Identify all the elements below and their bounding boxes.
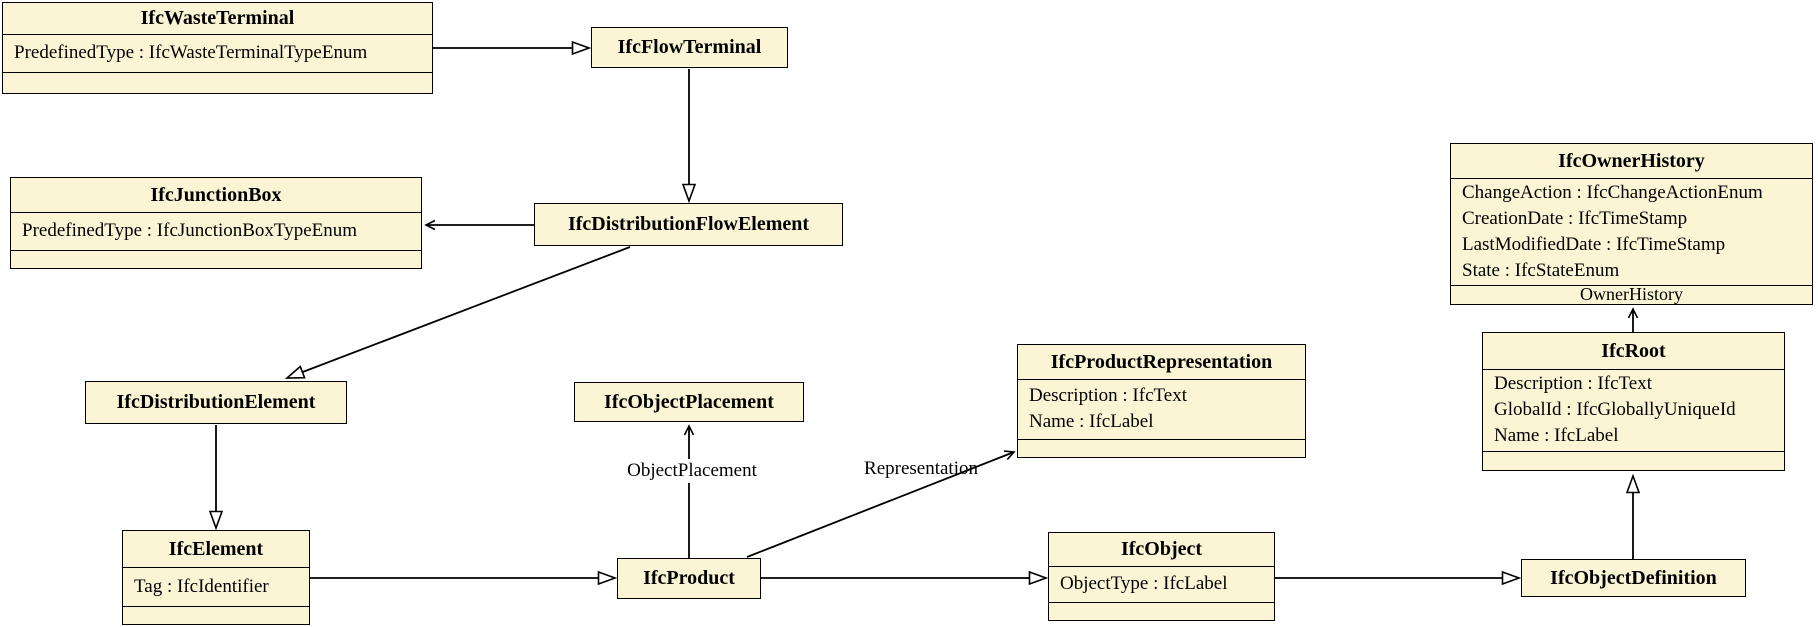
class-title: IfcDistributionElement [116,391,316,413]
class-ifcproduct[interactable]: IfcProduct [617,558,761,599]
class-title: IfcFlowTerminal [617,36,762,58]
edge-label-objectplacement: ObjectPlacement [608,459,776,483]
edge-ifcproduct-ifcproductrepresentation [746,450,1016,558]
class-footer-empty [11,249,421,269]
class-title: IfcObject [1120,538,1203,560]
class-attribute: Name : IfcLabel [1494,425,1619,447]
class-title: IfcObjectDefinition [1550,566,1717,589]
class-attributes: PredefinedType : IfcJunctionBoxTypeEnum [11,212,421,250]
class-title: IfcElement [168,537,264,560]
class-attribute: GlobalId : IfcGloballyUniqueId [1494,399,1736,421]
class-title: IfcObjectPlacement [604,390,774,413]
class-title: IfcProductRepresentation [1050,350,1273,373]
class-attributes: ObjectType : IfcLabel [1049,566,1274,602]
class-ifcdistributionelement[interactable]: IfcDistributionElement [85,381,347,424]
class-attribute: ObjectType : IfcLabel [1060,573,1228,595]
class-attributes: Tag : IfcIdentifier [123,567,309,606]
class-attribute: PredefinedType : IfcJunctionBoxTypeEnum [22,220,358,242]
edge-label-representation: Representation [864,458,978,479]
class-footer-empty [3,71,432,94]
class-attribute: Description : IfcText [1029,385,1188,407]
class-attribute: State : IfcStateEnum [1462,259,1620,281]
class-attributes: PredefinedType : IfcWasteTerminalTypeEnu… [3,34,432,72]
class-attribute: Tag : IfcIdentifier [134,575,269,597]
class-title: IfcDistributionFlowElement [567,213,810,235]
class-footer-empty [1018,438,1305,458]
class-attribute: CreationDate : IfcTimeStamp [1462,207,1688,229]
class-attribute: LastModifiedDate : IfcTimeStamp [1462,233,1726,255]
class-ifcdistributionflowelement[interactable]: IfcDistributionFlowElement [534,203,843,246]
class-footer-empty [123,605,309,625]
class-attribute: PredefinedType : IfcWasteTerminalTypeEnu… [14,42,368,64]
class-attribute: Name : IfcLabel [1029,411,1154,433]
class-attribute: Description : IfcText [1494,373,1653,395]
class-title: IfcOwnerHistory [1558,149,1705,172]
class-title: IfcWasteTerminal [140,7,295,29]
class-title: IfcJunctionBox [150,183,282,206]
edge-ifcdistributionflowelement-ifcdistributionelement [284,246,631,379]
class-ifcobjectplacement[interactable]: IfcObjectPlacement [574,382,804,422]
class-ifcobjectdefinition[interactable]: IfcObjectDefinition [1521,559,1746,597]
class-footer-empty [1049,601,1274,621]
class-footer-empty [1483,450,1784,471]
class-footer-label: OwnerHistory [1451,284,1812,304]
class-attribute: ChangeAction : IfcChangeActionEnum [1462,181,1763,203]
class-title: IfcRoot [1601,339,1666,362]
class-title: IfcProduct [643,567,735,589]
class-ifcflowterminal[interactable]: IfcFlowTerminal [591,27,788,68]
